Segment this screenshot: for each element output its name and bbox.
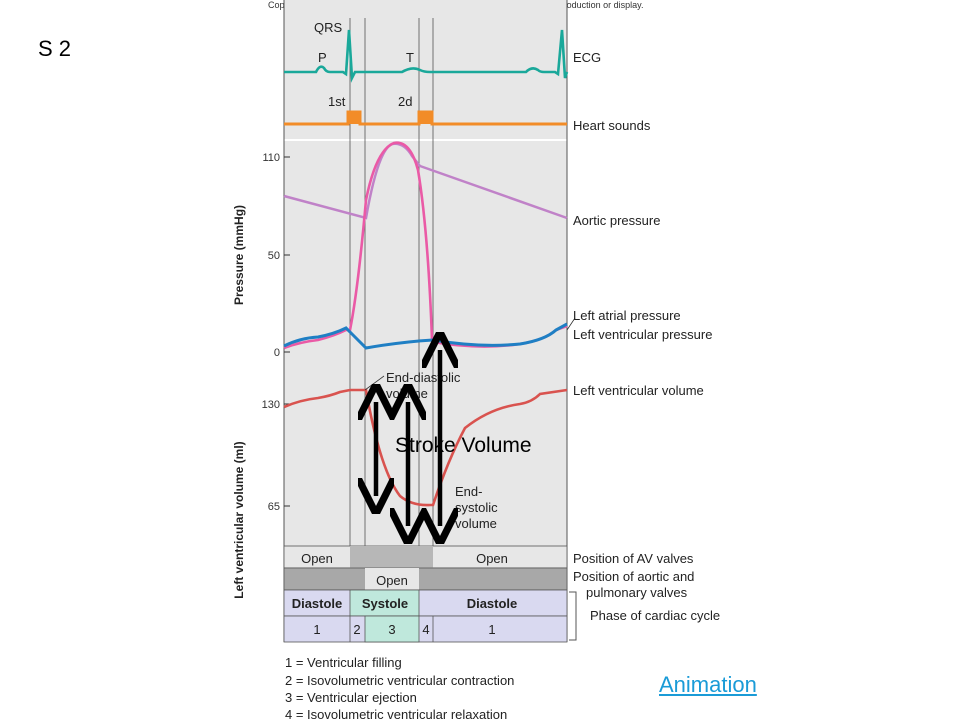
p-wave-label: P [318, 50, 327, 65]
pressure-tick-110: 110 [262, 152, 280, 164]
atrial-pressure-curve [283, 322, 568, 350]
phase-name-row [283, 589, 568, 617]
atrial-pressure-leader [566, 317, 576, 331]
semilunar-row [283, 567, 568, 591]
diastole-right-label: Diastole [467, 596, 518, 611]
slide-label: S 2 [38, 36, 72, 61]
legend-ventricular-pressure: Left ventricular pressure [573, 327, 712, 342]
animation-link[interactable]: Animation [659, 672, 757, 697]
semilunar-open: Open [376, 573, 408, 588]
volume-axis-label: Left ventricular volume (ml) [232, 441, 246, 598]
phase-1b: 1 [488, 622, 495, 637]
pressure-tick-50: 50 [268, 250, 280, 262]
av-open-left: Open [301, 551, 333, 566]
end-systolic-label-3: volume [455, 516, 497, 531]
legend-aortic-valves-2: pulmonary valves [586, 585, 688, 600]
av-closed-segment-2 [419, 546, 433, 568]
end-diastolic-label-1: End-diastolic [386, 370, 461, 385]
pressure-axis-label: Pressure (mmHg) [232, 205, 246, 305]
pressure-tick-0: 0 [274, 347, 280, 359]
t-wave-label: T [406, 50, 414, 65]
second-sound-burst [419, 112, 432, 124]
first-sound-burst [348, 112, 360, 124]
av-closed-segment [350, 546, 419, 568]
legend-aortic-valves-1: Position of aortic and [573, 569, 694, 584]
key-item-4: 4 = Isovolumetric ventricular relaxation [285, 707, 507, 720]
phase-bracket [569, 591, 577, 641]
legend-atrial-pressure: Left atrial pressure [573, 308, 681, 323]
ecg-trace [284, 29, 569, 83]
av-open-right: Open [476, 551, 508, 566]
key-item-2: 2 = Isovolumetric ventricular contractio… [285, 673, 514, 688]
phase-number-row [283, 615, 568, 643]
phase-2: 2 [353, 622, 360, 637]
volume-tick-65: 65 [268, 501, 280, 513]
stroke-volume-label: Stroke Volume [395, 434, 532, 457]
end-systolic-label-1: End- [455, 484, 482, 499]
volume-tick-130: 130 [262, 399, 280, 411]
legend-ventricular-volume: Left ventricular volume [573, 383, 704, 398]
phase-1a: 1 [313, 622, 320, 637]
phase-4: 4 [422, 622, 429, 637]
phase-3-cell [364, 615, 420, 643]
systole-label: Systole [362, 596, 408, 611]
semilunar-open-segment [365, 568, 419, 590]
legend-ecg: ECG [573, 50, 601, 65]
key-item-1: 1 = Ventricular filling [285, 655, 402, 670]
legend-phase: Phase of cardiac cycle [590, 608, 720, 623]
phase-3: 3 [388, 622, 395, 637]
legend-aortic-pressure: Aortic pressure [573, 213, 660, 228]
diastole-left-label: Diastole [292, 596, 343, 611]
end-systolic-label-2: systolic [455, 500, 498, 515]
key-item-3: 3 = Ventricular ejection [285, 690, 417, 705]
systole-cell [349, 589, 420, 617]
legend-heart-sounds: Heart sounds [573, 118, 651, 133]
first-sound-label: 1st [328, 94, 346, 109]
end-diastolic-label-2: volume [386, 386, 428, 401]
second-sound-label: 2d [398, 94, 412, 109]
qrs-label: QRS [314, 20, 343, 35]
legend-av-valves: Position of AV valves [573, 551, 694, 566]
